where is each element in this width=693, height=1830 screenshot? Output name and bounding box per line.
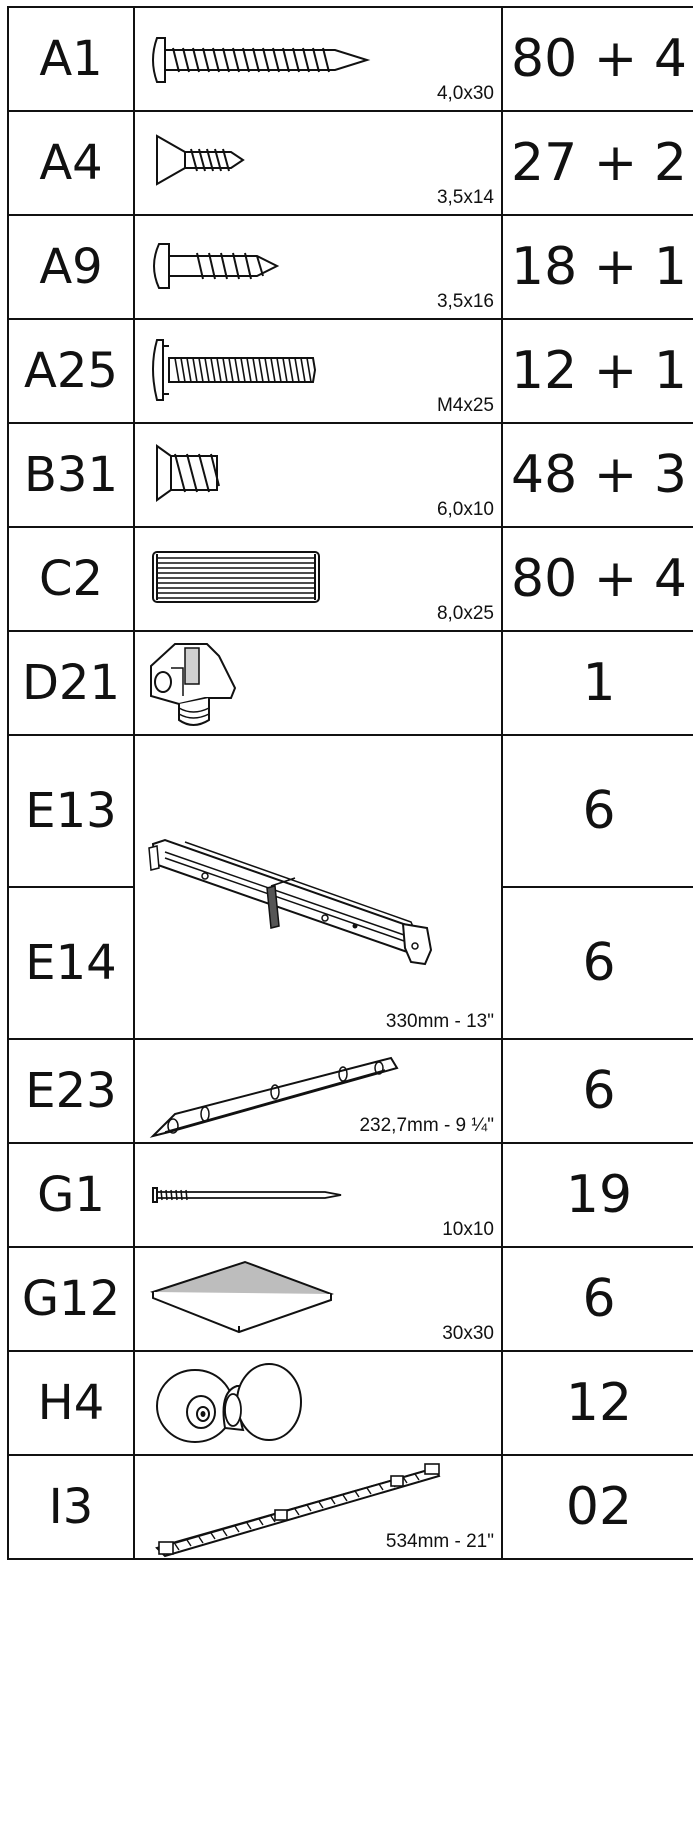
machine-bolt-icon [152, 339, 317, 401]
part-illustration: 30x30 [133, 1246, 503, 1352]
pan-head-wood-screw-icon [152, 37, 371, 83]
part-illustration: 534mm - 21" [133, 1454, 503, 1560]
table-row: D21 1 [7, 630, 693, 736]
part-code: G12 [7, 1246, 135, 1352]
wooden-dowel-icon [152, 551, 320, 603]
cam-connector-icon [150, 643, 237, 726]
countersunk-short-screw-icon [156, 134, 245, 186]
table-row: C2 8,0x25 80 + 4 [7, 526, 693, 632]
part-code: A25 [7, 318, 135, 424]
size-label: 6,0x10 [436, 499, 494, 520]
table-row: G1 10x10 19 [7, 1142, 693, 1248]
part-illustration: 6,0x10 [133, 422, 503, 528]
part-illustration: M4x25 [133, 318, 503, 424]
part-code: H4 [7, 1350, 135, 1456]
size-label: 3,5x14 [436, 187, 494, 208]
part-quantity: 6 [501, 1038, 693, 1144]
table-row: A4 3,5x14 27 + 2 [7, 110, 693, 216]
part-code: G1 [7, 1142, 135, 1248]
table-row: A9 3,5x16 18 + 1 [7, 214, 693, 320]
parts-table: A1 4,0x30 80 + 4 A4 [7, 6, 693, 1560]
part-code: I3 [7, 1454, 135, 1560]
hanging-rail-icon [155, 1463, 441, 1558]
part-code: E13 [7, 734, 135, 888]
part-quantity: 6 [501, 1246, 693, 1352]
pan-head-short-screw-icon [153, 243, 280, 289]
table-row: B31 6,0x10 48 + 3 [7, 422, 693, 528]
part-code: A9 [7, 214, 135, 320]
table-row: A1 4,0x30 80 + 4 [7, 6, 693, 112]
part-quantity: 6 [501, 734, 693, 888]
table-row: H4 12 [7, 1350, 693, 1456]
part-quantity: 6 [501, 886, 693, 1040]
part-code: A1 [7, 6, 135, 112]
part-quantity: 80 + 4 [501, 6, 693, 112]
felt-pad-icon [150, 1260, 334, 1334]
part-quantity: 02 [501, 1454, 693, 1560]
size-label: 232,7mm - 9 ¼" [359, 1115, 494, 1136]
drawer-slide-icon [148, 838, 433, 966]
part-illustration: 330mm - 13" [133, 734, 503, 1040]
table-row: E14 6 [7, 886, 693, 1040]
part-quantity: 1 [501, 630, 693, 736]
size-label: 8,0x25 [436, 603, 494, 624]
size-label: 3,5x16 [436, 291, 494, 312]
table-row: A25 M4x25 12 + 1 [7, 318, 693, 424]
part-quantity: 12 + 1 [501, 318, 693, 424]
size-label: 4,0x30 [436, 83, 494, 104]
euro-screw-icon [156, 444, 220, 502]
part-quantity: 12 [501, 1350, 693, 1456]
part-illustration: 4,0x30 [133, 6, 503, 112]
drawer-runner-bracket-icon [149, 1056, 399, 1138]
part-code: A4 [7, 110, 135, 216]
part-code: E14 [7, 886, 135, 1040]
part-code: E23 [7, 1038, 135, 1144]
part-quantity: 48 + 3 [501, 422, 693, 528]
part-quantity: 27 + 2 [501, 110, 693, 216]
table-row: G12 30x30 6 [7, 1246, 693, 1352]
part-illustration: 232,7mm - 9 ¼" [133, 1038, 503, 1144]
part-illustration [133, 630, 503, 736]
part-illustration: 3,5x14 [133, 110, 503, 216]
part-illustration: 8,0x25 [133, 526, 503, 632]
part-quantity: 19 [501, 1142, 693, 1248]
part-quantity: 80 + 4 [501, 526, 693, 632]
part-illustration: 10x10 [133, 1142, 503, 1248]
table-row: E23 232,7mm - 9 ¼" 6 [7, 1038, 693, 1144]
part-code: B31 [7, 422, 135, 528]
size-label: 534mm - 21" [385, 1531, 494, 1552]
part-code: C2 [7, 526, 135, 632]
size-label: M4x25 [436, 395, 494, 416]
part-code: D21 [7, 630, 135, 736]
part-quantity: 18 + 1 [501, 214, 693, 320]
table-row: I3 534mm - 21" 02 [7, 1454, 693, 1560]
nail-icon [152, 1187, 342, 1203]
part-illustration: 3,5x16 [133, 214, 503, 320]
size-label: 330mm - 13" [385, 1011, 494, 1032]
table-row: E13 330mm - 13" 6 [7, 734, 693, 1040]
size-label: 10x10 [442, 1219, 494, 1240]
part-illustration [133, 1350, 503, 1456]
size-label: 30x30 [442, 1323, 494, 1344]
knob-icon [156, 1363, 302, 1443]
